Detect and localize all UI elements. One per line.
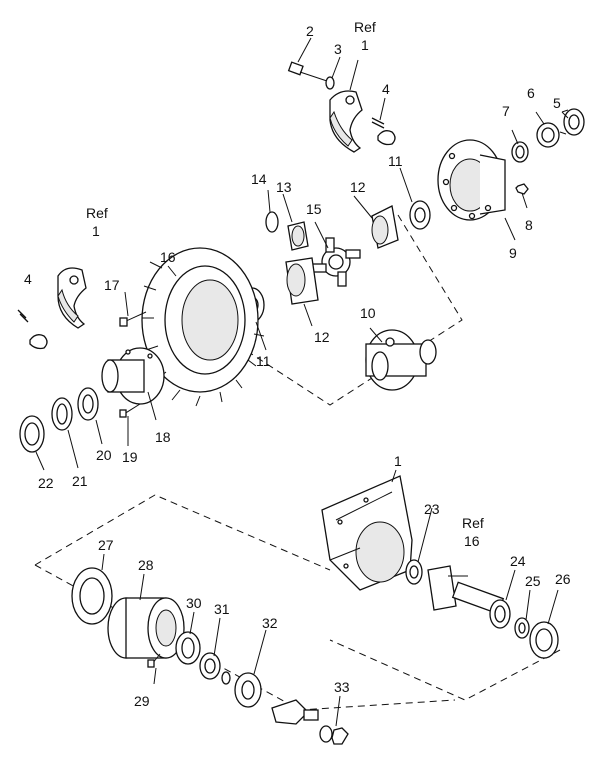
callout-6: 6	[527, 85, 535, 101]
callout-2: 2	[306, 23, 314, 39]
bolt-part-19	[119, 403, 141, 418]
bearing-cup-part-21	[51, 397, 73, 431]
callout-11b: 11	[256, 353, 271, 369]
thrust-washer-part-14	[265, 211, 279, 233]
thrust-washer-part-11-upper	[409, 200, 431, 230]
bearing-cup-part-30	[175, 631, 201, 665]
callout-12b: 12	[314, 329, 330, 345]
callout-33: 33	[334, 679, 350, 695]
callout-8: 8	[525, 217, 533, 233]
callout-22: 22	[38, 475, 54, 491]
callout-17: 17	[104, 277, 120, 293]
adjuster-part-22	[19, 415, 45, 453]
callout-24: 24	[510, 553, 526, 569]
callout-21: 21	[72, 473, 88, 489]
pinion-gear-part-13	[287, 221, 309, 251]
callout-32: 32	[262, 615, 278, 631]
bearing-cup-part-5	[559, 108, 585, 136]
ring-gear-part-16	[141, 247, 265, 407]
nut-part-8	[515, 183, 529, 195]
callout-4a: 4	[382, 81, 390, 97]
callout-25: 25	[525, 573, 541, 589]
drive-pinion-ref-16	[427, 565, 505, 615]
side-gear-part-12-lower	[285, 257, 319, 305]
callout-7: 7	[502, 103, 510, 119]
spider-cross-part-15	[311, 237, 361, 287]
spacer-part-7	[511, 141, 529, 163]
bearing-cap-left	[57, 267, 87, 329]
carrier-housing-part-1	[321, 475, 413, 591]
differential-assembly-part-10	[365, 329, 437, 391]
bearing-part-23	[405, 559, 423, 585]
yoke-assembly	[271, 699, 319, 725]
callout-12a: 12	[350, 179, 366, 195]
callout-3: 3	[334, 41, 342, 57]
callout-31: 31	[214, 601, 230, 617]
bearing-cone-part-20	[77, 387, 99, 421]
callout-ref-1b: Ref	[86, 205, 108, 221]
nut-part-33	[319, 725, 349, 745]
bearing-cone-part-31	[199, 652, 221, 680]
callout-10: 10	[360, 305, 376, 321]
cage-part-28	[107, 597, 185, 659]
callout-ref-1a: Ref	[354, 19, 376, 35]
callout-26: 26	[555, 571, 571, 587]
bearing-part-24	[489, 599, 511, 629]
callout-1b: 1	[92, 223, 100, 239]
case-half-part-18	[101, 347, 165, 405]
cup-part-26	[529, 621, 559, 659]
callout-13: 13	[276, 179, 292, 195]
callout-1a: 1	[361, 37, 369, 53]
callout-23: 23	[424, 501, 440, 517]
callout-16b: 16	[464, 533, 480, 549]
callout-16: 16	[160, 249, 176, 265]
differential-case-half-part-9	[437, 139, 506, 221]
callout-19: 19	[122, 449, 138, 465]
washer-part-3	[325, 76, 335, 90]
callout-29: 29	[134, 693, 150, 709]
lock-part-4-top	[371, 117, 396, 146]
bolt-part-29	[147, 653, 161, 668]
callout-20: 20	[96, 447, 112, 463]
callout-5: 5	[553, 95, 561, 111]
callout-1c: 1	[394, 453, 402, 469]
callout-28: 28	[138, 557, 154, 573]
callout-18: 18	[155, 429, 171, 445]
callout-11a: 11	[388, 153, 403, 169]
side-gear-part-12-upper	[371, 205, 399, 249]
dashed-assembly-line-upper	[229, 214, 463, 406]
callout-ref-16b: Ref	[462, 515, 484, 531]
spacer-part-25	[514, 617, 530, 639]
callout-4b: 4	[24, 271, 32, 287]
callout-30: 30	[186, 595, 202, 611]
lock-part-4-left	[17, 309, 48, 350]
callout-27: 27	[98, 537, 114, 553]
bearing-cone-part-6	[536, 122, 560, 148]
callout-9: 9	[509, 245, 517, 261]
leader-lines	[35, 37, 569, 727]
bearing-cap-top	[329, 90, 363, 153]
bolt-part-17	[119, 311, 147, 327]
bolt-part-2	[287, 61, 331, 83]
callout-14: 14	[251, 171, 267, 187]
seal-part-32	[221, 671, 262, 708]
shim-part-27	[71, 567, 113, 625]
callout-15: 15	[306, 201, 322, 217]
